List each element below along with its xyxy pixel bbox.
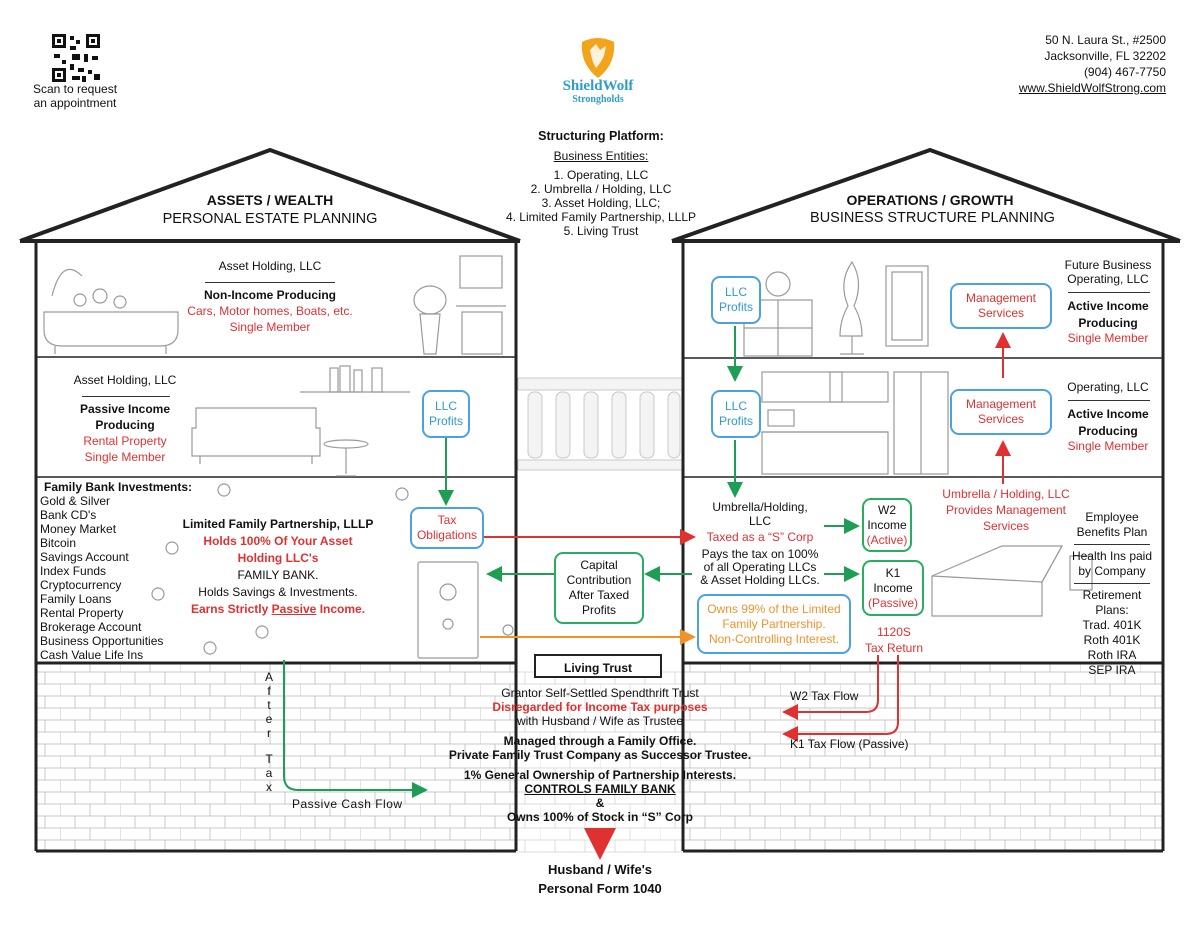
right-mid-entity: Operating, LLC — [1067, 380, 1149, 394]
capital-contribution-box[interactable]: Capital Contribution After Taxed Profits — [554, 552, 644, 624]
right-top-llc-profits-box[interactable]: LLC Profits — [711, 276, 761, 324]
list-item: Cash Value Life Ins — [40, 648, 144, 662]
website-link[interactable]: www.ShieldWolfStrong.com — [1018, 81, 1166, 95]
list-item: Cryptocurrency — [40, 578, 122, 592]
list-item: Index Funds — [40, 564, 107, 578]
right-foundation — [683, 663, 1163, 851]
qr-code-icon[interactable] — [52, 34, 100, 82]
left-mid-detail: Rental Property — [83, 434, 167, 448]
right-top-type: Active Income Producing — [1067, 299, 1149, 330]
right-house-outline — [671, 147, 1181, 853]
left-mid-type1: Passive Income — [79, 402, 171, 416]
left-top-entity: Asset Holding, LLC — [218, 259, 322, 273]
right-top-member: Single Member — [1067, 331, 1149, 345]
list-item: Savings Account — [40, 550, 129, 564]
left-top-member: Single Member — [229, 320, 311, 334]
wolf-logo-icon — [581, 38, 615, 78]
list-item: Business Opportunities — [40, 634, 164, 648]
right-mid-member: Single Member — [1067, 439, 1149, 453]
right-top-mgmt-box[interactable]: Management Services — [950, 283, 1052, 329]
left-house-outline — [19, 147, 521, 853]
logo-sub: Strongholds — [572, 94, 624, 105]
passive-cash-flow-label: Passive Cash Flow — [292, 797, 403, 811]
living-trust-details: Grantor Self-Settled Spendthrift Trust D… — [448, 686, 752, 824]
list-item: Rental Property — [40, 606, 124, 620]
family-bank-heading: Family Bank Investments: — [44, 480, 193, 494]
form-1040-block: Husband / Wife's Personal Form 1040 — [538, 862, 662, 896]
left-house-subtitle: PERSONAL ESTATE PLANNING — [162, 211, 378, 227]
qr-caption: Scan to request an appointment — [32, 82, 118, 110]
tax-obligations-box[interactable]: Tax Obligations — [410, 507, 484, 549]
structuring-platform: Structuring Platform: Business Entities:… — [505, 129, 697, 238]
list-item: Gold & Silver — [40, 494, 111, 508]
arrow-k1-tax-flow — [782, 655, 899, 742]
left-top-type: Non-Income Producing — [204, 288, 336, 302]
pays-tax-text: Pays the tax on 100% of all Operating LL… — [700, 547, 820, 587]
k1-income-box[interactable]: K1 Income (Passive) — [862, 560, 924, 616]
right-mid-llc-profits-box[interactable]: LLC Profits — [711, 390, 761, 438]
left-mid-member: Single Member — [84, 450, 166, 464]
list-item: Bank CD's — [40, 508, 97, 522]
owns-99-box[interactable]: Owns 99% of the Limited Family Partnersh… — [697, 594, 851, 654]
left-top-detail: Cars, Motor homes, Boats, etc. — [187, 304, 353, 318]
list-item: Brokerage Account — [40, 620, 142, 634]
umbrella-title: Umbrella/Holding, LLC — [712, 500, 808, 528]
left-mid-type2: Producing — [95, 418, 155, 432]
railing — [517, 377, 684, 471]
list-item: Money Market — [40, 522, 117, 536]
umbrella-provides: Umbrella / Holding, LLC Provides Managem… — [942, 487, 1070, 533]
right-house-title: OPERATIONS / GROWTH — [846, 192, 1014, 208]
logo-name: ShieldWolf — [562, 78, 634, 94]
living-trust-box[interactable]: Living Trust — [534, 654, 662, 678]
benefits-block: Employee Benefits Plan Health Ins paid b… — [1071, 510, 1153, 677]
arrow-w2-tax-flow — [782, 655, 879, 720]
left-foundation — [36, 663, 516, 851]
arrow-passive-cash-flow — [283, 660, 428, 798]
lflp-block: Limited Family Partnership, LLLP Holds 1… — [182, 517, 374, 616]
address-block: 50 N. Laura St., #2500 Jacksonville, FL … — [1018, 33, 1166, 95]
right-mid-type: Active Income Producing — [1067, 407, 1149, 438]
right-house-subtitle: BUSINESS STRUCTURE PLANNING — [810, 210, 1055, 226]
left-llc-profits-box[interactable]: LLC Profits — [422, 390, 470, 438]
left-mid-entity: Asset Holding, LLC — [73, 373, 177, 387]
furniture-sketches — [43, 255, 1093, 659]
form-1120s: 1120S Tax Return — [864, 625, 924, 655]
k1-tax-flow-label: K1 Tax Flow (Passive) — [790, 737, 909, 751]
family-bank-list: Gold & Silver Bank CD's Money Market Bit… — [40, 494, 163, 662]
right-mid-mgmt-box[interactable]: Management Services — [950, 389, 1052, 435]
after-tax-label: A f t e r T a x — [264, 670, 273, 794]
left-house-title: ASSETS / WEALTH — [206, 192, 334, 208]
w2-income-box[interactable]: W2 Income (Active) — [862, 498, 912, 552]
right-top-entity: Future Business Operating, LLC — [1064, 258, 1152, 286]
list-item: Bitcoin — [40, 536, 77, 550]
list-item: Family Loans — [40, 592, 112, 606]
w2-tax-flow-label: W2 Tax Flow — [790, 689, 859, 703]
taxed-s-corp: Taxed as a “S” Corp — [706, 530, 814, 544]
